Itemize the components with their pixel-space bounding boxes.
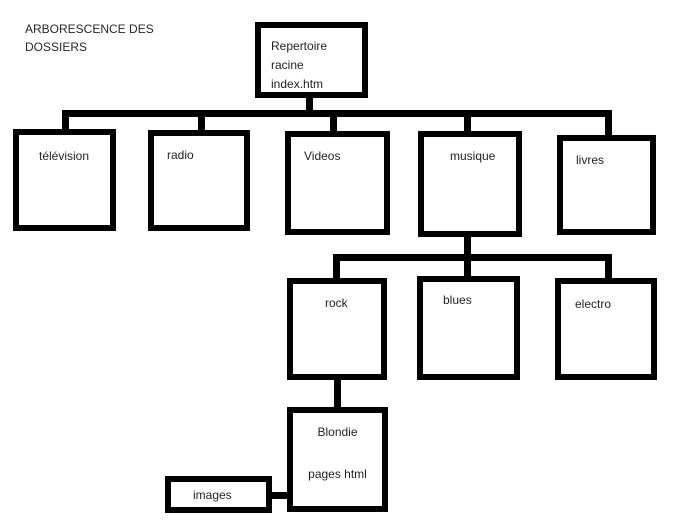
connector-bus-to-electro	[605, 254, 612, 279]
node-television: télévision	[13, 129, 116, 231]
connector-bus-to-videos	[330, 110, 337, 132]
node-musique: musique	[418, 131, 522, 237]
node-rock: rock	[287, 278, 387, 380]
node-blues-label: blues	[443, 293, 472, 307]
connector-musique-to-bus	[464, 236, 471, 255]
node-blues: blues	[417, 276, 520, 380]
node-root: Repertoire racine index.htm	[255, 22, 368, 98]
connector-images-to-blondie	[270, 492, 289, 499]
node-videos-label: Videos	[304, 149, 341, 163]
node-radio: radio	[148, 130, 250, 231]
connector-bus-to-rock	[333, 254, 340, 279]
node-root-line-2: racine	[271, 58, 304, 72]
node-electro: electro	[555, 278, 657, 380]
connector-bus-to-blues	[464, 254, 471, 277]
connector-root-to-bus	[306, 96, 313, 112]
node-television-label: télévision	[39, 149, 90, 163]
node-images-label: images	[193, 488, 232, 502]
connector-bus-to-musique	[464, 110, 471, 132]
connector-rock-to-blondie	[334, 379, 341, 408]
node-blondie: Blondie pages html	[287, 407, 388, 512]
node-blondie-line-1: Blondie	[317, 425, 358, 439]
diagram-title: ARBORESCENCE DES DOSSIERS	[25, 22, 154, 54]
node-blondie-line-2: pages html	[308, 467, 367, 481]
node-videos: Videos	[285, 131, 390, 235]
node-livres-label: livres	[576, 153, 605, 167]
node-livres: livres	[557, 135, 656, 235]
connector-bus-to-livres	[605, 110, 612, 136]
node-images: images	[165, 476, 272, 513]
node-root-line-1: Repertoire	[271, 39, 328, 53]
node-electro-label: electro	[575, 297, 612, 311]
node-rock-label: rock	[325, 296, 348, 310]
node-root-line-3: index.htm	[271, 77, 324, 91]
node-radio-label: radio	[167, 148, 194, 162]
node-musique-label: musique	[450, 149, 496, 163]
connector-level2-bus	[333, 254, 612, 261]
connector-bus-to-television	[62, 110, 69, 130]
connector-bus-to-radio	[198, 110, 205, 131]
connector-level1-bus	[62, 110, 612, 117]
